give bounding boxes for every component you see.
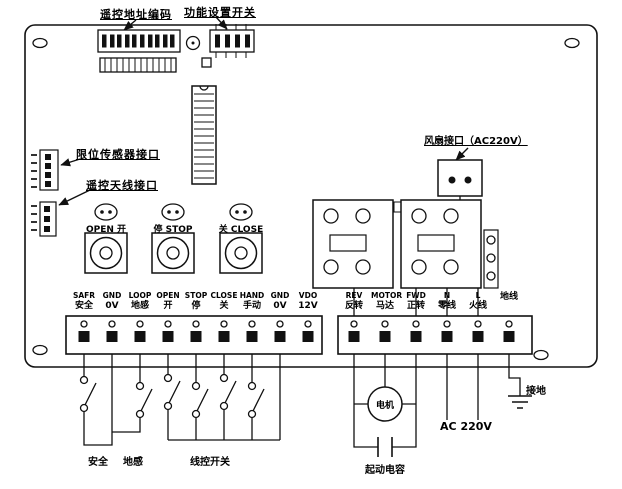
antenna-label: 遥控天线接口 [86, 179, 158, 192]
safety-annotation: 安全 [88, 457, 108, 468]
loop-annotation: 地感 [123, 457, 143, 468]
terminal-en: MOTOR [371, 291, 403, 300]
limit-sensor-connector [31, 149, 59, 191]
terminal-cn: 开 [163, 300, 173, 311]
terminal-en: FWD [406, 291, 426, 300]
switch-contacts [79, 373, 257, 419]
relay-strip-links [353, 288, 479, 316]
fan-label: 风扇接口（AC220V） [424, 136, 528, 147]
terminal-cn: 手动 [242, 300, 261, 311]
stop-button-symbol [151, 203, 195, 274]
terminal-cn: 0V [105, 300, 119, 311]
terminal-cn: 地感 [130, 300, 149, 311]
terminal-en: STOP [184, 291, 208, 300]
motor-label: 电机 [375, 401, 394, 411]
open-button-label: OPEN 开 [85, 225, 127, 235]
main-ic [191, 85, 217, 185]
terminal-cn: 安全 [74, 300, 93, 311]
stop-button-label: 停 STOP [153, 225, 193, 235]
capacitor-symbol [377, 437, 393, 457]
right-terminal-strip [337, 315, 533, 355]
close-button-label: 关 CLOSE [218, 225, 264, 235]
ground-symbol [508, 395, 532, 409]
antenna-connector [31, 201, 57, 237]
terminal-en: CLOSE [210, 291, 238, 300]
terminal-cn: 反转 [344, 300, 363, 311]
open-button-symbol [84, 203, 128, 274]
ground-annotation: 接地 [526, 386, 546, 397]
terminal-cn: 火线 [468, 300, 487, 311]
dip-switch-function [185, 24, 255, 68]
terminal-cn: 零线 [437, 300, 456, 311]
terminal-cn: 停 [191, 300, 201, 311]
remote-address-label: 遥控地址编码 [100, 8, 172, 21]
limit-sensor-label: 限位传感器接口 [76, 148, 160, 161]
terminal-en: OPEN [156, 291, 180, 300]
terminal-cn: 地线 [499, 292, 518, 302]
terminal-en: L [475, 291, 481, 300]
wired-switch-annotation: 线控开关 [190, 457, 230, 468]
relay-2 [400, 199, 482, 289]
terminal-cn: 12V [298, 300, 318, 311]
board-outline [24, 24, 598, 368]
terminal-cn: 正转 [406, 300, 425, 311]
ac-voltage-annotation: AC 220V [440, 420, 492, 433]
start-capacitor-annotation: 起动电容 [365, 465, 405, 476]
external-wiring-right [353, 354, 532, 457]
terminal-en: LOOP [128, 291, 152, 300]
terminal-en: VDO [298, 291, 318, 300]
terminal-en: SAFR [72, 291, 96, 300]
terminal-en: GND [102, 291, 122, 300]
function-switch-label: 功能设置开关 [184, 6, 256, 19]
left-terminal-strip [65, 315, 323, 355]
terminal-en: HAND [239, 291, 265, 300]
terminal-cn: 关 [219, 300, 229, 311]
dip-switch-address [97, 29, 181, 73]
terminal-en: GND [270, 291, 290, 300]
terminal-en: REV [345, 291, 363, 300]
terminal-cn: 0V [273, 300, 287, 311]
terminal-en: N [443, 291, 451, 300]
relay-1 [312, 199, 394, 289]
callout-arrows [58, 16, 469, 206]
close-button-symbol [219, 203, 263, 274]
external-wiring-left [79, 354, 281, 446]
terminal-right-6: 地线 [495, 292, 523, 302]
aux-connector [393, 201, 499, 289]
terminal-cn: 马达 [375, 300, 394, 311]
